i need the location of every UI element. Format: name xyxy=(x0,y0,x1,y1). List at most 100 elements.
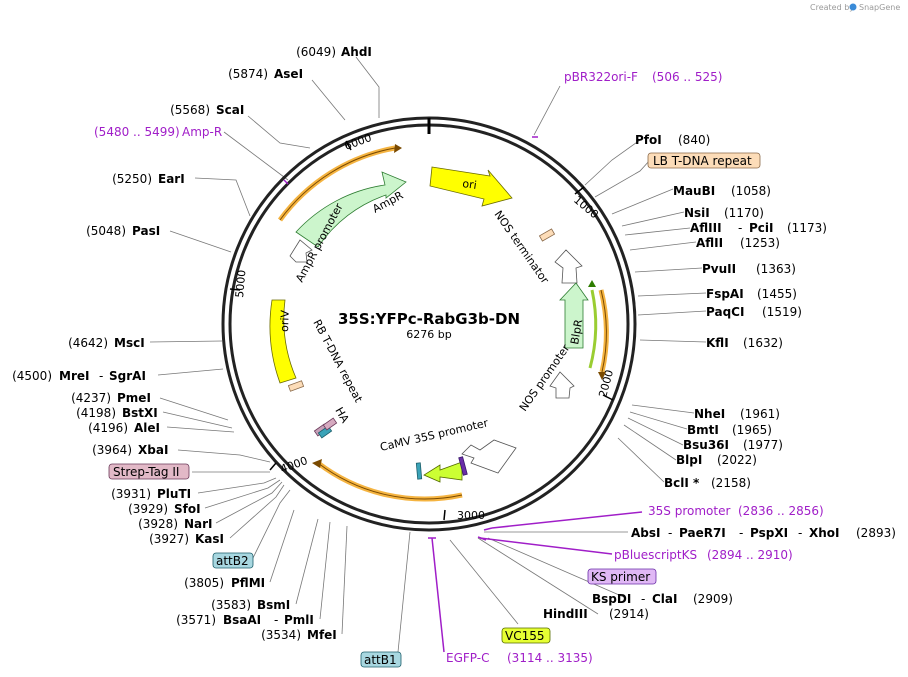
ks-primer-box[interactable] xyxy=(587,568,657,585)
site-eari[interactable]: EarI xyxy=(158,172,185,186)
site-pvuii[interactable]: PvuII xyxy=(702,262,736,276)
tick-marks xyxy=(229,140,614,521)
site-asei[interactable]: AseI xyxy=(274,67,303,81)
site-pos: (1961) xyxy=(740,407,780,421)
site-aflii[interactable]: AflII xyxy=(696,236,723,250)
oriv-feature[interactable] xyxy=(269,299,297,384)
site-pasi[interactable]: PasI xyxy=(132,224,160,238)
strep-tag-box[interactable] xyxy=(108,463,190,480)
site-separator: - xyxy=(798,526,802,540)
mcs-feature[interactable] xyxy=(458,456,468,476)
site-hindiii[interactable]: HindIII xyxy=(543,607,588,621)
site-paqci[interactable]: PaqCI xyxy=(706,305,744,319)
vc155-label: VC155 xyxy=(505,629,545,643)
primer-amp-r[interactable]: Amp-R xyxy=(182,125,222,139)
site-bcli[interactable]: BclI * xyxy=(664,476,700,490)
site-pos: (3583) xyxy=(211,598,251,612)
credit-text: Created by xyxy=(810,3,854,12)
camv-35s-promoter-feature[interactable] xyxy=(461,439,517,474)
attb1-feature[interactable] xyxy=(415,462,423,480)
site-nsii[interactable]: NsiI xyxy=(684,206,710,220)
ha-feature[interactable] xyxy=(322,417,338,431)
site-nhei[interactable]: NheI xyxy=(694,407,725,421)
site-pmli[interactable]: PmlI xyxy=(284,613,314,627)
lb-feature[interactable] xyxy=(538,228,556,242)
lb-t-dna-repeat-box[interactable] xyxy=(647,152,761,169)
site-absi[interactable]: AbsI xyxy=(631,526,660,540)
site-nari[interactable]: NarI xyxy=(184,517,213,531)
site-fspai[interactable]: FspAI xyxy=(706,287,744,301)
site-sgrai[interactable]: SgrAI xyxy=(109,369,146,383)
site-mrei[interactable]: MreI xyxy=(59,369,89,383)
attb2-box[interactable] xyxy=(212,552,254,569)
site-maubi[interactable]: MauBI xyxy=(673,184,715,198)
attb1-box[interactable] xyxy=(360,651,402,668)
site-pos: (6049) xyxy=(296,45,336,59)
site-afliii[interactable]: AflIII xyxy=(690,221,722,235)
site-pos: (3927) xyxy=(149,532,189,546)
primer-35s-promoter[interactable]: 35S promoter xyxy=(648,504,730,518)
primer-range: (506 .. 525) xyxy=(652,70,722,84)
site-scai[interactable]: ScaI xyxy=(216,103,244,117)
tick-3000: 3000 xyxy=(457,509,485,522)
ampr-promoter-feature[interactable] xyxy=(289,239,313,263)
site-mfei[interactable]: MfeI xyxy=(307,628,337,642)
site-pos: (1173) xyxy=(787,221,827,235)
site-pos: (3805) xyxy=(184,576,224,590)
site-pmei[interactable]: PmeI xyxy=(117,391,151,405)
site-bsaai[interactable]: BsaAI xyxy=(223,613,261,627)
orf-arrow-head xyxy=(588,280,596,287)
site-bmti[interactable]: BmtI xyxy=(687,423,719,437)
primer-range: (3114 .. 3135) xyxy=(507,651,593,665)
site-bsu36i[interactable]: Bsu36I xyxy=(683,438,729,452)
primer-range: (5480 .. 5499) xyxy=(94,125,180,139)
site-pos: (1363) xyxy=(756,262,796,276)
site-bsmi[interactable]: BsmI xyxy=(257,598,290,612)
ori-label: ori xyxy=(462,177,478,192)
primer-pbr322ori-f[interactable]: pBR322ori-F xyxy=(564,70,638,84)
vc155-feature[interactable] xyxy=(423,461,463,483)
site-kasi[interactable]: KasI xyxy=(195,532,224,546)
site-bspdi[interactable]: BspDI xyxy=(592,592,631,606)
site-sfoi[interactable]: SfoI xyxy=(174,502,201,516)
site-clai[interactable]: ClaI xyxy=(652,592,677,606)
site-pos: (1058) xyxy=(731,184,771,198)
site-pos: (1170) xyxy=(724,206,764,220)
primer-pbluescriptks[interactable]: pBluescriptKS xyxy=(614,548,697,562)
tick-5000: 5000 xyxy=(233,269,248,298)
site-kfli[interactable]: KflI xyxy=(706,336,729,350)
site-paer7i[interactable]: PaeR7I xyxy=(679,526,726,540)
nos-promoter-feature[interactable] xyxy=(549,371,575,399)
site-xbai[interactable]: XbaI xyxy=(138,443,168,457)
site-blpi[interactable]: BlpI xyxy=(676,453,702,467)
credit-brand: SnapGene xyxy=(859,3,900,12)
site-separator: - xyxy=(99,369,103,383)
site-xhoi[interactable]: XhoI xyxy=(809,526,840,540)
site-separator: - xyxy=(738,221,742,235)
blpr-label: BlpR xyxy=(568,318,585,345)
site-pflmi[interactable]: PflMI xyxy=(231,576,265,590)
nos-terminator-feature[interactable] xyxy=(554,249,583,284)
primer-egfp-c[interactable]: EGFP-C xyxy=(446,651,489,665)
site-pspxi[interactable]: PspXI xyxy=(750,526,788,540)
site-pos: (4237) xyxy=(71,391,111,405)
blpr-feature[interactable] xyxy=(559,282,589,349)
ori-feature[interactable] xyxy=(429,166,513,207)
site-msci[interactable]: MscI xyxy=(114,336,145,350)
site-pos: (840) xyxy=(678,133,710,147)
rb-feature[interactable] xyxy=(287,380,305,392)
site-pfoi[interactable]: PfoI xyxy=(635,133,662,147)
site-bstxi[interactable]: BstXI xyxy=(122,406,158,420)
site-pos: (2914) xyxy=(609,607,649,621)
site-pluti[interactable]: PluTI xyxy=(157,487,191,501)
site-alei[interactable]: AleI xyxy=(134,421,160,435)
vc155-box[interactable] xyxy=(501,627,551,644)
orf-arrow-head xyxy=(312,459,322,468)
site-pcii[interactable]: PciI xyxy=(749,221,774,235)
primer-range: (2836 .. 2856) xyxy=(738,504,824,518)
site-ahdi[interactable]: AhdI xyxy=(341,45,372,59)
ampr-feature[interactable] xyxy=(295,171,407,248)
left-site-labels: (6049) AhdI (5874) AseI (5568) ScaI (525… xyxy=(12,45,372,642)
site-pos: (3534) xyxy=(261,628,301,642)
